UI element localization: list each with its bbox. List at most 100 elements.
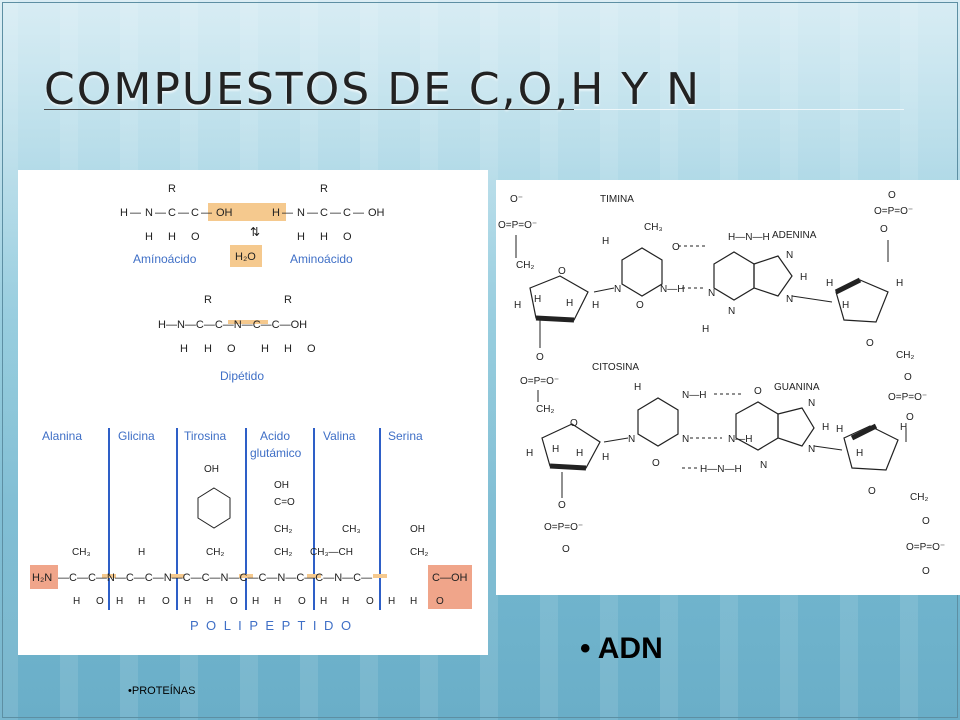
svg-text:—: — [282, 207, 293, 219]
title-underline-light [574, 109, 904, 110]
svg-text:H: H [800, 272, 807, 283]
residue-dividers [108, 428, 381, 610]
svg-text:H: H [342, 596, 349, 607]
svg-text:O: O [307, 343, 316, 355]
svg-text:H: H [204, 343, 212, 355]
water-label: H₂O [235, 251, 256, 263]
residue-alanina: Alanina [42, 429, 82, 443]
svg-text:H: H [826, 278, 833, 289]
svg-text:OH: OH [410, 524, 425, 535]
svg-text:CH₃: CH₃ [644, 222, 663, 233]
svg-text:CH₂: CH₂ [910, 492, 928, 503]
svg-text:O: O [922, 566, 930, 577]
residue-valina: Valina [323, 429, 356, 443]
svg-text:H: H [856, 448, 863, 459]
svg-text:CH₂: CH₂ [206, 547, 224, 558]
dipeptido-label: Dipétido [220, 369, 264, 383]
svg-text:H: H [272, 207, 280, 219]
svg-text:O=P=O⁻: O=P=O⁻ [906, 542, 945, 553]
svg-text:N: N [786, 294, 793, 305]
svg-text:OH: OH [368, 207, 385, 219]
svg-text:—: — [330, 207, 341, 219]
svg-text:H: H [252, 596, 259, 607]
svg-text:H: H [261, 343, 269, 355]
svg-text:O: O [343, 231, 352, 243]
svg-text:H: H [138, 547, 145, 558]
svg-text:O=P=O⁻: O=P=O⁻ [544, 522, 583, 533]
hydrogen-bonds [678, 245, 744, 469]
svg-text:O: O [562, 544, 570, 555]
svg-text:H: H [552, 444, 559, 455]
svg-text:H: H [566, 298, 573, 309]
citosina-label: CITOSINA [592, 362, 639, 373]
svg-text:O=P=O⁻: O=P=O⁻ [520, 376, 559, 387]
svg-text:OH: OH [274, 480, 289, 491]
svg-text:R: R [320, 183, 328, 195]
svg-text:H: H [526, 448, 533, 459]
svg-text:O: O [558, 500, 566, 511]
peptide-bond-marks [102, 574, 387, 578]
svg-text:O: O [636, 300, 644, 311]
svg-text:N—H: N—H [660, 284, 684, 295]
svg-text:N: N [297, 207, 305, 219]
amino-end-label: H₂N [32, 572, 52, 584]
svg-text:CH₂: CH₂ [274, 547, 292, 558]
svg-text:H—N—H: H—N—H [728, 232, 770, 243]
svg-text:R: R [284, 294, 292, 306]
svg-text:O: O [672, 242, 680, 253]
svg-text:H: H [900, 422, 907, 433]
svg-text:N—H: N—H [682, 390, 706, 401]
svg-text:O: O [880, 224, 888, 235]
svg-text:H: H [145, 231, 153, 243]
svg-text:H: H [592, 300, 599, 311]
svg-text:CH₂: CH₂ [516, 260, 534, 271]
residue-glicina: Glicina [118, 429, 155, 443]
svg-text:O: O [558, 266, 566, 277]
amino-end-highlight [30, 565, 58, 589]
svg-text:H: H [73, 596, 80, 607]
svg-text:O: O [191, 231, 200, 243]
svg-text:N: N [760, 460, 767, 471]
svg-text:O: O [570, 418, 578, 429]
svg-text:N: N [682, 434, 689, 445]
svg-text:CH₂: CH₂ [896, 350, 914, 361]
svg-text:H: H [836, 424, 843, 435]
svg-text:N: N [728, 306, 735, 317]
svg-text:O: O [868, 486, 876, 497]
polipeptido-label: P O L I P E P T I D O [190, 618, 353, 633]
svg-text:—: — [178, 207, 189, 219]
svg-text:H: H [702, 324, 709, 335]
residue-glutamico: glutámico [250, 446, 302, 460]
svg-text:N: N [628, 434, 635, 445]
adn-caption-text: ADN [597, 632, 663, 665]
svg-text:C: C [191, 207, 199, 219]
svg-text:C: C [320, 207, 328, 219]
svg-text:—: — [353, 207, 364, 219]
svg-text:O: O [298, 596, 306, 607]
svg-text:H: H [576, 448, 583, 459]
svg-text:O: O [536, 352, 544, 363]
svg-text:H: H [602, 236, 609, 247]
peptide-bond-highlight [228, 320, 268, 324]
svg-text:CH₃: CH₃ [72, 547, 91, 558]
residue-tirosina: Tirosina [184, 429, 227, 443]
svg-text:O: O [96, 596, 104, 607]
svg-text:O: O [922, 516, 930, 527]
svg-text:N: N [786, 250, 793, 261]
svg-text:H: H [320, 596, 327, 607]
svg-text:—: — [307, 207, 318, 219]
svg-text:OH: OH [216, 207, 233, 219]
svg-text:—: — [130, 207, 141, 219]
water-box [230, 245, 262, 267]
svg-text:O: O [230, 596, 238, 607]
svg-text:H: H [842, 300, 849, 311]
svg-text:CH₃—CH: CH₃—CH [310, 547, 353, 558]
svg-text:H: H [634, 382, 641, 393]
svg-text:O=P=O⁻: O=P=O⁻ [874, 206, 913, 217]
side-chains: CH₃ H OH CH₂ OH C=O CH₂ CH₂ CH₃ CH₃—CH O… [72, 464, 428, 558]
svg-text:H—N—H: H—N—H [700, 464, 742, 475]
